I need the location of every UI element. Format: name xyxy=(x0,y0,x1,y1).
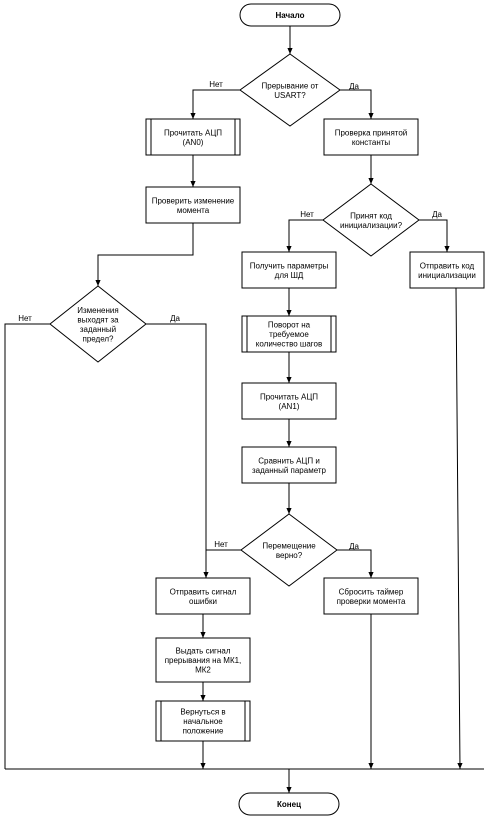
arrowhead xyxy=(286,377,292,383)
connector xyxy=(4,323,50,769)
arrowhead xyxy=(287,48,293,54)
arrowhead xyxy=(190,113,196,119)
edge-label-init-no: Нет xyxy=(300,210,314,219)
node-label: Прочитать АЦП(AN0) xyxy=(164,128,222,147)
arrowhead xyxy=(286,310,292,316)
arrowhead xyxy=(368,113,374,119)
edge-label-move-yes: Да xyxy=(349,542,359,551)
connector xyxy=(146,323,207,578)
arrowhead xyxy=(286,508,292,514)
connector xyxy=(288,219,323,252)
node-end: Конец xyxy=(238,792,340,816)
connector xyxy=(97,223,194,286)
node-label: Начало xyxy=(276,11,305,20)
arrowhead xyxy=(368,572,374,578)
arrowhead xyxy=(200,695,206,701)
arrowhead xyxy=(95,280,101,286)
arrowhead xyxy=(286,441,292,447)
arrowhead xyxy=(444,246,450,252)
connector xyxy=(447,287,461,770)
node-read-an1: Прочитать АЦП(AN1) xyxy=(241,382,337,420)
arrowhead xyxy=(368,763,374,769)
connector xyxy=(419,219,448,252)
edge-label-usart-yes: Да xyxy=(349,82,359,91)
node-label: Конец xyxy=(277,800,301,809)
connector xyxy=(337,549,372,578)
edge-label-move-no: Нет xyxy=(214,540,228,549)
edge-label-usart-no: Нет xyxy=(209,80,223,89)
edge-label-limit-yes: Да xyxy=(170,314,180,323)
arrowhead xyxy=(200,632,206,638)
arrowhead xyxy=(200,763,206,769)
node-read-an0: Прочитать АЦП(AN0) xyxy=(145,118,241,156)
connector xyxy=(192,89,240,119)
connector xyxy=(340,89,372,119)
arrowhead xyxy=(203,572,209,578)
edge-label-limit-no: Нет xyxy=(18,314,32,323)
arrowhead xyxy=(286,787,292,793)
arrowhead xyxy=(286,246,292,252)
arrowhead xyxy=(457,762,463,769)
arrowhead xyxy=(190,181,196,187)
node-label: Прочитать АЦП(AN1) xyxy=(260,392,318,411)
edge-label-init-yes: Да xyxy=(432,210,442,219)
arrowhead xyxy=(368,178,374,184)
flowchart-connectors xyxy=(4,26,484,793)
node-start: Начало xyxy=(239,3,341,27)
